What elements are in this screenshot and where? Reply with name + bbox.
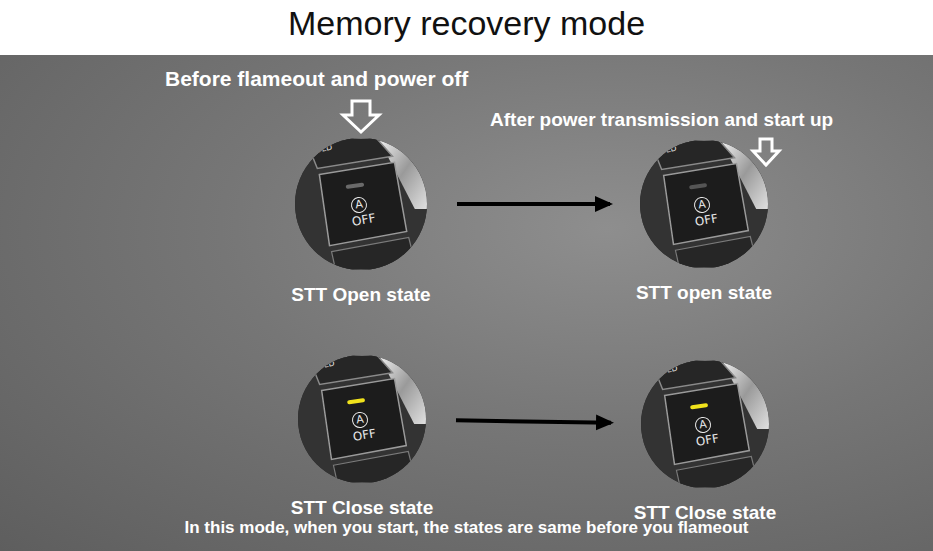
lower-button	[676, 456, 759, 488]
button-node: HOLDAOFFSTT Open state	[295, 138, 427, 270]
upper-button	[308, 355, 393, 385]
state-timing-label: Before flameout and power off	[165, 67, 468, 91]
upper-button	[305, 138, 392, 168]
off-button	[665, 384, 750, 465]
upper-button	[651, 360, 736, 390]
upper-button	[650, 140, 735, 170]
button-photo-circle: HOLDAOFF	[641, 360, 769, 488]
panel	[295, 138, 427, 270]
lower-button	[675, 236, 758, 268]
off-button	[664, 164, 749, 245]
off-button	[319, 162, 406, 245]
lower-button	[332, 238, 417, 270]
state-label: STT Open state	[221, 284, 501, 306]
state-indicator	[692, 405, 706, 407]
bottom-note: In this mode, when you start, the states…	[0, 518, 933, 538]
panel	[640, 140, 768, 268]
state-label: STT Close state	[565, 502, 845, 524]
state-indicator	[348, 185, 362, 187]
lower-button	[333, 451, 416, 483]
button-photo-circle: HOLDAOFF	[640, 140, 768, 268]
state-indicator	[349, 400, 363, 402]
flow-arrow	[457, 202, 610, 206]
button-photo-circle: HOLDAOFF	[298, 355, 426, 483]
button-photo-circle: HOLDAOFF	[295, 138, 427, 270]
panel	[641, 360, 769, 488]
down-arrow	[343, 101, 379, 132]
button-node: HOLDAOFFSTT Close state	[641, 360, 769, 488]
state-label: STT open state	[564, 282, 844, 304]
state-indicator	[691, 185, 705, 187]
diagram-title: Memory recovery mode	[0, 4, 933, 43]
flow-arrow	[456, 420, 611, 422]
panel	[298, 355, 426, 483]
state-timing-label: After power transmission and start up	[490, 109, 833, 131]
state-label: STT Close state	[222, 497, 502, 519]
button-node: HOLDAOFFSTT open state	[640, 140, 768, 268]
button-node: HOLDAOFFSTT Close state	[298, 355, 426, 483]
off-button	[322, 379, 407, 460]
